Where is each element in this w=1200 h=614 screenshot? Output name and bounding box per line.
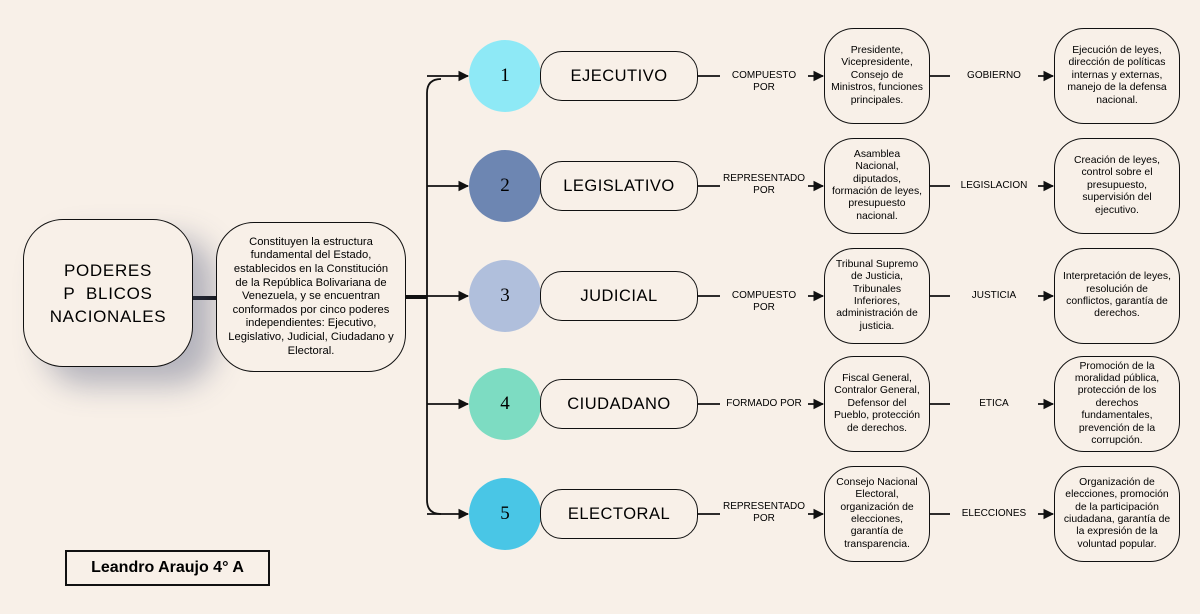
connector-label-3: COMPUESTO POR: [720, 290, 808, 314]
branch-label-electoral: ELECTORAL: [540, 489, 698, 539]
branch-number-circle-electoral: 5: [469, 478, 541, 550]
result-text-ejecutivo: Ejecución de leyes, dirección de polític…: [1067, 44, 1167, 106]
detail-text-judicial: Tribunal Supremo de Justicia, Tribunales…: [835, 258, 919, 332]
main-title-line-1: PODERES: [63, 260, 153, 280]
detail-box-electoral: Consejo Nacional Electoral, organización…: [824, 466, 930, 562]
detail-box-judicial: Tribunal Supremo de Justicia, Tribunales…: [824, 248, 930, 344]
branch-number-circle-legislativo: 2: [469, 150, 541, 222]
detail-text-ejecutivo: Presidente, Vicepresidente, Consejo de M…: [831, 44, 923, 106]
function-label-ejecutivo: GOBIERNO: [950, 70, 1038, 82]
branch-number-circle-ejecutivo: 1: [469, 40, 541, 112]
branch-number-circle-ciudadano: 4: [469, 368, 541, 440]
connector-label-4: FORMADO POR: [720, 398, 808, 410]
result-text-electoral: Organización de elecciones, promoción de…: [1063, 476, 1171, 550]
main-title-line-3: NACIONALES: [49, 306, 167, 326]
main-title-line-2: P BLICOS: [63, 283, 153, 303]
branch-label-judicial: JUDICIAL: [540, 271, 698, 321]
result-box-ejecutivo: Ejecución de leyes, dirección de polític…: [1054, 28, 1180, 124]
detail-box-ejecutivo: Presidente, Vicepresidente, Consejo de M…: [824, 28, 930, 124]
function-label-judicial: JUSTICIA: [950, 290, 1038, 302]
result-text-judicial: Interpretación de leyes, resolución de c…: [1063, 271, 1172, 320]
connector-label-2: REPRESENTADO POR: [720, 173, 808, 197]
branch-number-circle-judicial: 3: [469, 260, 541, 332]
function-label-electoral: ELECCIONES: [950, 508, 1038, 520]
detail-box-ciudadano: Fiscal General, Contralor General, Defen…: [824, 356, 930, 452]
detail-text-legislativo: Asamblea Nacional, diputados, formación …: [831, 148, 923, 222]
author-label: Leandro Araujo 4° A: [65, 550, 270, 586]
result-box-electoral: Organización de elecciones, promoción de…: [1054, 466, 1180, 562]
function-label-ciudadano: ETICA: [950, 398, 1038, 410]
description-box: Constituyen la estructura fundamental de…: [216, 222, 406, 372]
description-text: Constituyen la estructura fundamental de…: [228, 235, 394, 357]
result-box-ciudadano: Promoción de la moralidad pública, prote…: [1054, 356, 1180, 452]
result-box-judicial: Interpretación de leyes, resolución de c…: [1054, 248, 1180, 344]
connector-label-1: COMPUESTO POR: [720, 70, 808, 94]
detail-text-electoral: Consejo Nacional Electoral, organización…: [836, 476, 918, 550]
main-title-box: PODERES P BLICOS NACIONALES: [23, 219, 193, 367]
detail-box-legislativo: Asamblea Nacional, diputados, formación …: [824, 138, 930, 234]
branch-label-ejecutivo: EJECUTIVO: [540, 51, 698, 101]
branch-label-ciudadano: CIUDADANO: [540, 379, 698, 429]
connector-label-5: REPRESENTADO POR: [720, 501, 808, 525]
result-box-legislativo: Creación de leyes, control sobre el pres…: [1054, 138, 1180, 234]
branch-label-legislativo: LEGISLATIVO: [540, 161, 698, 211]
result-text-ciudadano: Promoción de la moralidad pública, prote…: [1074, 360, 1160, 447]
result-text-legislativo: Creación de leyes, control sobre el pres…: [1073, 154, 1161, 216]
function-label-legislativo: LEGISLACION: [950, 180, 1038, 192]
detail-text-ciudadano: Fiscal General, Contralor General, Defen…: [833, 372, 921, 434]
